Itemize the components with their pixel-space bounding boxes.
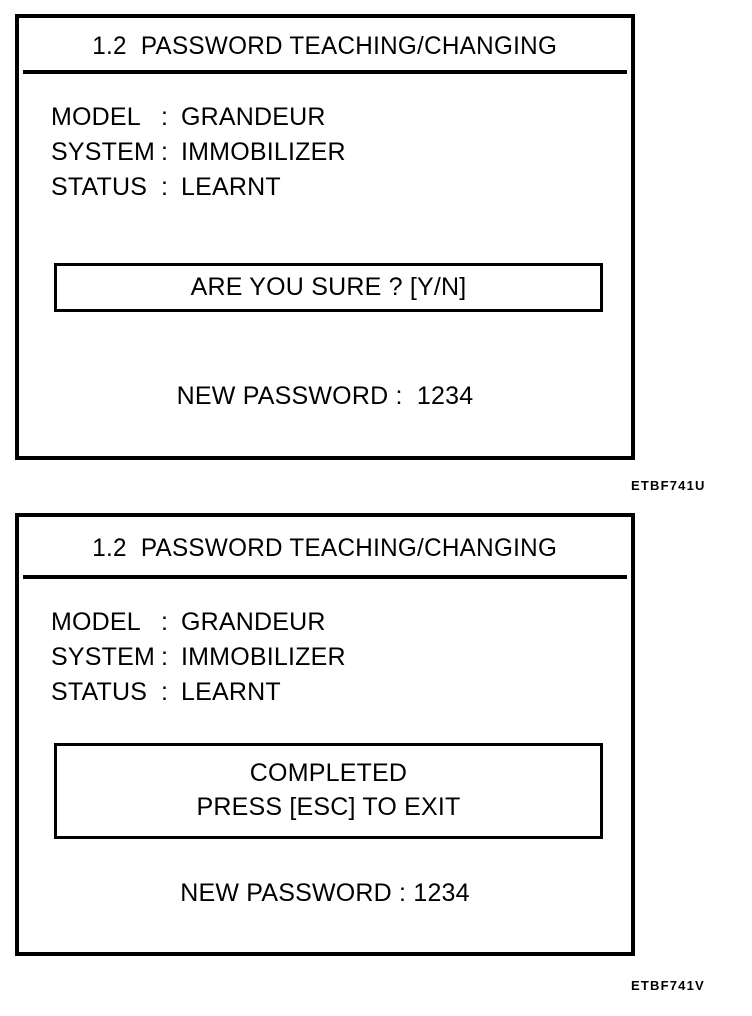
info-colon-model: : — [161, 608, 168, 636]
info-value-model: GRANDEUR — [181, 608, 326, 636]
info-label-status: STATUS — [51, 678, 148, 706]
exit-instruction-text: PRESS [ESC] TO EXIT — [196, 793, 461, 821]
info-colon-model: : — [161, 103, 168, 131]
info-label-status: STATUS — [51, 173, 148, 201]
info-row-system: SYSTEM : IMMOBILIZER — [51, 640, 346, 675]
scan-tool-screen-completed: 1.2 PASSWORD TEACHING/CHANGING MODEL : G… — [15, 513, 635, 956]
info-label-model: MODEL — [51, 608, 141, 636]
page-title: 1.2 PASSWORD TEACHING/CHANGING — [92, 31, 558, 60]
screen-body: MODEL : GRANDEUR SYSTEM : IMMOBILIZER ST… — [23, 74, 627, 452]
info-value-status: LEARNT — [181, 173, 281, 201]
new-password-readout: NEW PASSWORD : 1234 — [180, 879, 470, 907]
info-colon-status: : — [161, 678, 168, 706]
figure-caption-code-2: ETBF741V — [631, 978, 705, 993]
figure-caption-code-1: ETBF741U — [631, 478, 706, 493]
info-colon-system: : — [161, 138, 168, 166]
screen-title-bar: 1.2 PASSWORD TEACHING/CHANGING — [23, 521, 627, 579]
page-title: 1.2 PASSWORD TEACHING/CHANGING — [92, 533, 558, 562]
info-row-system: SYSTEM : IMMOBILIZER — [51, 135, 346, 170]
new-password-readout: NEW PASSWORD : 1234 — [176, 382, 474, 410]
info-value-status: LEARNT — [181, 678, 281, 706]
info-colon-system: : — [161, 643, 168, 671]
vehicle-info-block: MODEL : GRANDEUR SYSTEM : IMMOBILIZER ST… — [51, 100, 346, 205]
confirmation-prompt-text: ARE YOU SURE ? [Y/N] — [190, 272, 467, 301]
info-colon-status: : — [161, 173, 168, 201]
completion-message-box[interactable]: COMPLETED PRESS [ESC] TO EXIT — [54, 743, 603, 839]
info-label-model: MODEL — [51, 103, 141, 131]
confirmation-prompt-box[interactable]: ARE YOU SURE ? [Y/N] — [54, 263, 603, 312]
info-value-model: GRANDEUR — [181, 103, 326, 131]
vehicle-info-block: MODEL : GRANDEUR SYSTEM : IMMOBILIZER ST… — [51, 605, 346, 710]
screen-title-bar: 1.2 PASSWORD TEACHING/CHANGING — [23, 22, 627, 74]
info-value-system: IMMOBILIZER — [181, 138, 346, 166]
scan-tool-screen-confirm: 1.2 PASSWORD TEACHING/CHANGING MODEL : G… — [15, 14, 635, 460]
info-value-system: IMMOBILIZER — [181, 643, 346, 671]
completion-status-text: COMPLETED — [249, 759, 408, 788]
info-row-status: STATUS : LEARNT — [51, 675, 346, 710]
info-label-system: SYSTEM — [51, 643, 155, 671]
info-row-model: MODEL : GRANDEUR — [51, 605, 346, 640]
screen-body: MODEL : GRANDEUR SYSTEM : IMMOBILIZER ST… — [23, 579, 627, 948]
info-label-system: SYSTEM — [51, 138, 155, 166]
info-row-model: MODEL : GRANDEUR — [51, 100, 346, 135]
info-row-status: STATUS : LEARNT — [51, 170, 346, 205]
